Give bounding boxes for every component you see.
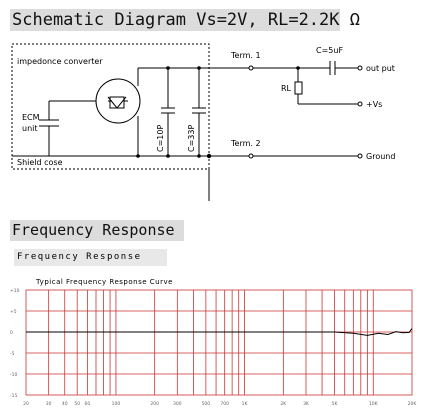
chart-y-tick-label: -15 (10, 393, 17, 399)
term2-terminal (248, 153, 254, 159)
chart-x-tick-label: 20K (408, 401, 418, 407)
frequency-banner: Frequency Response (10, 220, 184, 241)
vs-label: +Vs (366, 100, 382, 109)
chart-y-tick-label: 0 (10, 330, 13, 336)
chart-x-tick-label: 700 (220, 401, 229, 407)
chart-x-tick-label: 200 (150, 401, 159, 407)
chart-x-tick-label: 30 (46, 401, 52, 407)
term1-label: Term. 1 (230, 51, 261, 60)
chart-series-line (26, 328, 413, 336)
chart-title: Typical Frequency Response Curve (35, 278, 173, 286)
chart-x-tick-label: 5K (332, 401, 339, 407)
ecm-label-1: ECM (22, 113, 40, 122)
coupling-cap-label: C=5uF (316, 46, 343, 55)
chart-x-tick-label: 3K (303, 401, 310, 407)
ground-label: Ground (366, 152, 395, 161)
chart-y-tick-label: +5 (10, 309, 17, 315)
fet-circle (95, 78, 141, 124)
vs-terminal (357, 101, 363, 107)
chart-x-tick-label: 100 (112, 401, 121, 407)
chart-x-tick-label: 300 (173, 401, 182, 407)
schematic-title: Schematic Diagram Vs=2V, RL=2.2K Ω (10, 9, 360, 31)
chart-x-tick-label: 60 (85, 401, 91, 407)
term2-label: Term. 2 (230, 139, 261, 148)
chart-x-tick-label: 10K (369, 401, 379, 407)
impedance-converter-box (11, 43, 210, 170)
output-label: out put (366, 64, 395, 73)
rl-resistor (294, 81, 303, 95)
chart-y-tick-label: -10 (10, 372, 17, 378)
chart-grid (25, 289, 413, 396)
term1-terminal (248, 65, 254, 71)
chart-x-tick-label: 500 (202, 401, 211, 407)
cap2-label: C=33P (187, 125, 196, 152)
rl-label: RL (281, 84, 292, 93)
chart-y-tick-label: +10 (10, 288, 20, 294)
chart-x-tick-label: 20 (23, 401, 29, 407)
shield-label: Shield cose (17, 158, 63, 167)
cap1-label: C=10P (156, 125, 165, 152)
chart-x-tick-label: 1K (242, 401, 249, 407)
chart-y-tick-label: -5 (10, 351, 15, 357)
chart-x-tick-label: 40 (62, 401, 68, 407)
chart-x-tick-label: 2K (280, 401, 287, 407)
output-terminal (357, 65, 363, 71)
ecm-label-2: unit (22, 124, 38, 133)
ground-terminal (357, 153, 363, 159)
chart-x-tick-label: 50 (74, 401, 80, 407)
frequency-subtitle: Frequency Response (14, 249, 167, 266)
chart-frame (25, 289, 413, 396)
impedance-converter-label: impedonce converter (17, 57, 103, 66)
